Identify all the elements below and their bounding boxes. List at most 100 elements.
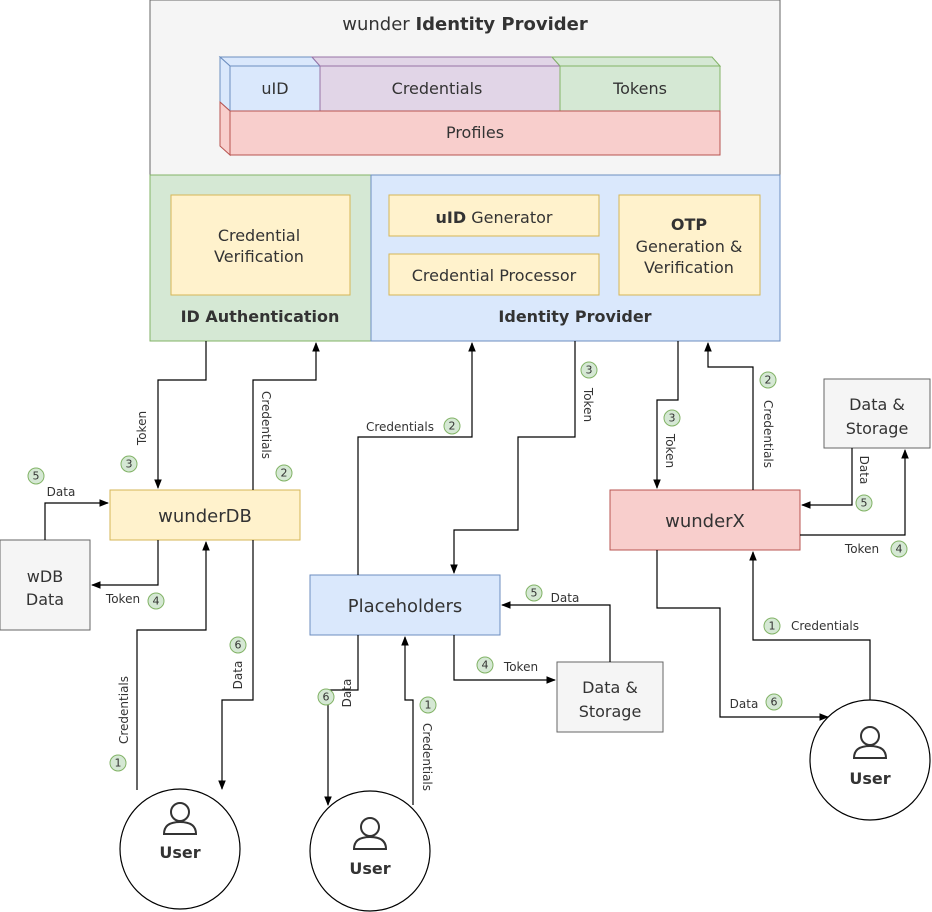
edge-token-provider-to-placeholders <box>450 341 576 574</box>
svg-text:2: 2 <box>765 374 772 387</box>
user-label: User <box>349 859 390 878</box>
tokens-block-top <box>550 56 722 67</box>
edge-credentials-user-to-wunderdb <box>136 541 210 790</box>
edge-label-token: Token <box>105 592 140 606</box>
svg-text:3: 3 <box>586 364 593 377</box>
otp-line-1: Generation & <box>636 237 743 256</box>
svg-text:6: 6 <box>771 696 778 709</box>
profiles-label: Profiles <box>446 123 504 142</box>
step-badge-2: 2 <box>275 464 293 482</box>
tokens-block <box>559 65 721 112</box>
step-badge-6: 6 <box>229 636 247 654</box>
user-label: User <box>159 843 200 862</box>
edge-data-storage-to-placeholders <box>501 601 611 662</box>
edge-label-data: Data <box>231 661 245 690</box>
edge-data-storage-to-wunderx <box>801 448 853 509</box>
step-badge-5: 5 <box>27 467 45 485</box>
step-badge-2: 2 <box>759 371 777 389</box>
edge-label-data: Data <box>340 679 354 708</box>
storage-label-2-wunderx: Storage <box>846 419 909 438</box>
wunderdb-label: wunderDB <box>158 506 252 527</box>
placeholders-label: Placeholders <box>348 596 463 617</box>
wdb-data-label-1: wDB <box>27 567 63 586</box>
credential-processor-box <box>388 253 600 296</box>
credential-processor-label: Credential Processor <box>412 266 577 285</box>
svg-text:3: 3 <box>126 458 133 471</box>
storage-label-1-placeholders: Data & <box>582 678 638 697</box>
svg-text:1: 1 <box>769 620 776 633</box>
svg-text:4: 4 <box>153 595 160 608</box>
svg-text:2: 2 <box>449 420 456 433</box>
uid-generator-box <box>388 194 600 237</box>
credentials-block-top <box>310 56 562 67</box>
edge-token-auth-to-wunderdb <box>154 341 207 489</box>
svg-text:6: 6 <box>235 639 242 652</box>
edge-label-data: Data <box>47 485 76 499</box>
credential-verification-label-2: Verification <box>214 247 304 266</box>
step-badge-5: 5 <box>525 584 543 602</box>
svg-text:6: 6 <box>323 691 330 704</box>
otp-title: OTP <box>671 215 708 234</box>
edge-label-credentials: Credentials <box>366 420 434 434</box>
step-badge-1: 1 <box>109 754 127 772</box>
wdb-data-label-2: Data <box>26 590 64 609</box>
edge-credentials-placeholders-to-provider <box>357 342 476 575</box>
svg-text:4: 4 <box>896 543 903 556</box>
user-label: User <box>849 769 890 788</box>
edge-token-wunderx-to-storage <box>800 449 909 536</box>
user-node-wunderx: User <box>809 699 931 821</box>
edge-credentials-user-to-wunderx <box>749 551 871 700</box>
edge-token-provider-to-wunderx <box>653 341 679 489</box>
credentials-label: Credentials <box>392 79 483 98</box>
svg-text:3: 3 <box>669 412 676 425</box>
uid-generator-label: uID Generator <box>436 208 553 227</box>
svg-text:4: 4 <box>482 659 489 672</box>
svg-text:5: 5 <box>861 497 868 510</box>
step-badge-3: 3 <box>663 409 681 427</box>
uid-block-top <box>218 56 322 67</box>
edge-label-data: Data <box>857 456 871 485</box>
profiles-block-side <box>219 100 231 157</box>
tokens-label: Tokens <box>612 79 667 98</box>
step-badge-5: 5 <box>855 494 873 512</box>
idp-title: wunder Identity Provider <box>342 14 588 35</box>
storage-node-wunderx <box>823 378 931 449</box>
edge-data-wdb-to-wunderdb <box>44 499 109 540</box>
database-blocks: uID Credentials Tokens Profiles <box>218 55 722 157</box>
edge-credentials-user-to-placeholders <box>401 636 414 805</box>
placeholders-node <box>309 574 501 636</box>
svg-text:2: 2 <box>281 467 288 480</box>
svg-text:1: 1 <box>425 699 432 712</box>
step-badge-4: 4 <box>890 540 908 558</box>
edge-token-placeholders-to-storage <box>453 635 556 684</box>
edge-label-credentials: Credentials <box>117 676 131 744</box>
storage-label-1-wunderx: Data & <box>849 395 905 414</box>
svg-text:5: 5 <box>531 587 538 600</box>
edge-credentials-wunderdb-to-auth <box>252 342 320 490</box>
step-badge-3: 3 <box>120 455 138 473</box>
edge-data-placeholders-to-user <box>324 635 359 806</box>
wdb-data-node <box>0 539 91 631</box>
user-node-placeholders: User <box>309 790 431 912</box>
user-icon-body <box>162 820 198 835</box>
step-badge-4: 4 <box>476 656 494 674</box>
edge-label-token: Token <box>503 660 538 674</box>
storage-label-2-placeholders: Storage <box>579 702 642 721</box>
step-badge-1: 1 <box>419 696 437 714</box>
user-icon-body <box>852 744 888 759</box>
edge-label-token: Token <box>135 411 149 446</box>
storage-node-placeholders <box>556 661 664 733</box>
step-badge-4: 4 <box>147 592 165 610</box>
user-node-wunderdb: User <box>119 788 241 910</box>
step-badge-6: 6 <box>765 693 783 711</box>
edge-label-credentials: Credentials <box>791 619 859 633</box>
wunderx-label: wunderX <box>665 511 745 532</box>
edge-token-wunderdb-to-wdb <box>91 540 159 589</box>
step-badge-3: 3 <box>580 361 598 379</box>
svg-text:1: 1 <box>115 757 122 770</box>
uid-label: uID <box>261 79 288 98</box>
credentials-block <box>319 65 561 112</box>
step-badge-2: 2 <box>443 417 461 435</box>
wunderdb-node <box>109 489 301 541</box>
